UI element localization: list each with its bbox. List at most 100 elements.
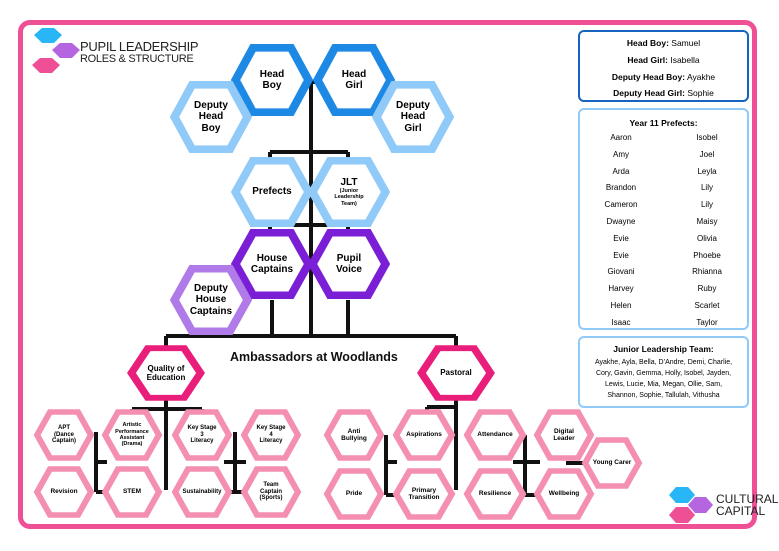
- prefect-name: Joel: [699, 149, 715, 159]
- prefect-name: Taylor: [696, 317, 718, 327]
- label-quality-of-education: Quality of Education: [146, 363, 186, 382]
- label-young-carer: Young Carer: [592, 459, 632, 467]
- head-roles-row-4: Deputy Head Girl: Sophie: [613, 88, 714, 98]
- jlt-members-line-3: Lewis, Lucie, Mia, Megan, Ollie, Sam,: [604, 381, 723, 388]
- hex-deputy-head-girl: Deputy Head Girl: [371, 80, 455, 154]
- prefect-name: Evie: [613, 250, 629, 260]
- prefect-name: Brandon: [605, 183, 637, 193]
- hex-artistic-performance: Artistic Performance Assistant (Drama): [101, 409, 163, 461]
- hex-key-stage-4: Key Stage 4 Literacy: [240, 409, 302, 461]
- prefect-name: Isobel: [696, 133, 718, 142]
- prefect-name: Olivia: [696, 233, 717, 243]
- hex-deputy-house-captains: Deputy House Captains: [169, 264, 253, 336]
- prefect-name: Ruby: [697, 284, 717, 294]
- hex-prefects: Prefects: [230, 156, 314, 228]
- label-pupil-voice: Pupil Voice: [336, 252, 362, 276]
- prefect-name: Lily: [700, 200, 713, 210]
- hex-deputy-head-boy: Deputy Head Boy: [169, 80, 253, 154]
- label-artistic-performance: Artistic Performance Assistant (Drama): [115, 422, 149, 448]
- hex-pride: Pride: [323, 468, 385, 520]
- label-deputy-house-captains: Deputy House Captains: [189, 282, 233, 317]
- label-head-girl: Head Girl: [341, 68, 367, 92]
- label-sustainability: Sustainability: [182, 488, 222, 495]
- ambassadors-title: Ambassadors at Woodlands: [230, 350, 398, 364]
- label-key-stage-3: Key Stage 3 Literacy: [187, 424, 217, 445]
- page-border: [18, 20, 757, 529]
- head-roles-row-2: Head Girl: Isabella: [627, 55, 700, 65]
- prefect-name: Isaac: [611, 317, 631, 327]
- prefect-name: Lily: [700, 183, 713, 193]
- hex-aspirations: Aspirations: [392, 409, 456, 461]
- prefect-name: Harvey: [608, 284, 634, 294]
- hex-apt: APT (Dance Captain): [33, 409, 95, 461]
- logo-title-line1: PUPIL LEADERSHIP: [80, 39, 199, 54]
- label-resilience: Resilience: [478, 490, 512, 498]
- label-digital-leader: Digital Leader: [553, 427, 575, 442]
- prefect-name: Giovani: [607, 267, 635, 277]
- logo-title-line2: ROLES & STRUCTURE: [80, 53, 194, 65]
- hex-anti-bullying: Anti Bullying: [323, 409, 385, 461]
- prefect-name: Leyla: [697, 166, 717, 176]
- label-deputy-head-boy: Deputy Head Boy: [194, 99, 228, 134]
- jlt-box-title: Junior Leadership Team:: [613, 344, 714, 354]
- label-apt: APT (Dance Captain): [52, 424, 76, 445]
- jlt-members-line-4: Shannon, Sophie, Tallulah, Vithusha: [607, 392, 720, 399]
- label-pastoral: Pastoral: [440, 368, 472, 378]
- hex-head-girl: Head Girl: [312, 43, 396, 117]
- hex-wellbeing: Wellbeing: [533, 468, 595, 520]
- prefect-name: Scarlet: [694, 301, 720, 310]
- label-deputy-head-girl: Deputy Head Girl: [396, 99, 430, 134]
- prefect-name: Dwayne: [606, 217, 636, 226]
- head-roles-box: Head Boy: Samuel Head Girl: Isabella Dep…: [578, 30, 749, 102]
- prefects-box-title: Year 11 Prefects:: [629, 118, 698, 128]
- label-jlt-sub: (Junior Leadership Team): [334, 188, 364, 207]
- label-stem: STEM: [122, 488, 142, 496]
- hex-young-carer: Young Carer: [581, 437, 643, 489]
- label-prefects: Prefects: [252, 186, 292, 198]
- label-jlt: JLT: [340, 177, 358, 189]
- head-roles-row-3: Deputy Head Boy: Ayakhe: [611, 72, 716, 82]
- label-attendance: Attendance: [477, 431, 513, 439]
- label-aspirations: Aspirations: [406, 431, 442, 439]
- jlt-members-line-1: Ayakhe, Ayla, Bella, D’Andre, Demi, Char…: [594, 359, 733, 366]
- label-team-captain: Team Captain (Sports): [259, 481, 283, 502]
- cultural-capital-line2: CAPITAL: [716, 504, 766, 518]
- label-primary-transition: Primary Transition: [408, 486, 440, 501]
- prefect-name: Evie: [613, 233, 629, 243]
- prefect-name: Amy: [613, 149, 629, 159]
- hex-team-captain: Team Captain (Sports): [240, 466, 302, 518]
- hex-quality-of-education: Quality of Education: [127, 345, 205, 401]
- prefect-name: Cameron: [604, 200, 638, 210]
- jlt-members-line-2: Cory, Gavin, Gemma, Holly, Isobel, Jayde…: [595, 370, 732, 377]
- prefect-name: Phoebe: [693, 250, 721, 260]
- prefect-name: Aaron: [610, 133, 632, 142]
- logo-title: PUPIL LEADERSHIP ROLES & STRUCTURE: [80, 39, 199, 66]
- prefect-name: Rhianna: [692, 267, 722, 277]
- hex-house-captains: House Captains: [230, 228, 314, 300]
- hex-pastoral: Pastoral: [417, 345, 495, 401]
- cultural-capital-logo: CULTURAL CAPITAL: [716, 493, 778, 517]
- prefect-name: Helen: [610, 301, 632, 310]
- label-key-stage-4: Key Stage 4 Literacy: [256, 424, 286, 445]
- hex-resilience: Resilience: [463, 468, 527, 520]
- hex-head-boy: Head Boy: [230, 43, 314, 117]
- hex-digital-leader: Digital Leader: [533, 409, 595, 461]
- prefect-name: Maisy: [696, 217, 718, 226]
- hex-revision: Revision: [33, 466, 95, 518]
- hex-primary-transition: Primary Transition: [392, 468, 456, 520]
- hex-key-stage-3: Key Stage 3 Literacy: [171, 409, 233, 461]
- jlt-box: Junior Leadership Team: Ayakhe, Ayla, Be…: [578, 336, 749, 408]
- hex-attendance: Attendance: [463, 409, 527, 461]
- label-head-boy: Head Boy: [259, 68, 285, 92]
- hex-sustainability: Sustainability: [171, 466, 233, 518]
- cultural-capital-line1: CULTURAL: [716, 492, 779, 506]
- label-anti-bullying: Anti Bullying: [341, 427, 367, 442]
- label-wellbeing: Wellbeing: [548, 490, 580, 498]
- label-revision: Revision: [50, 488, 78, 496]
- prefect-name: Arda: [612, 166, 630, 176]
- head-roles-row-1: Head Boy: Samuel: [626, 38, 701, 48]
- hex-stem: STEM: [101, 466, 163, 518]
